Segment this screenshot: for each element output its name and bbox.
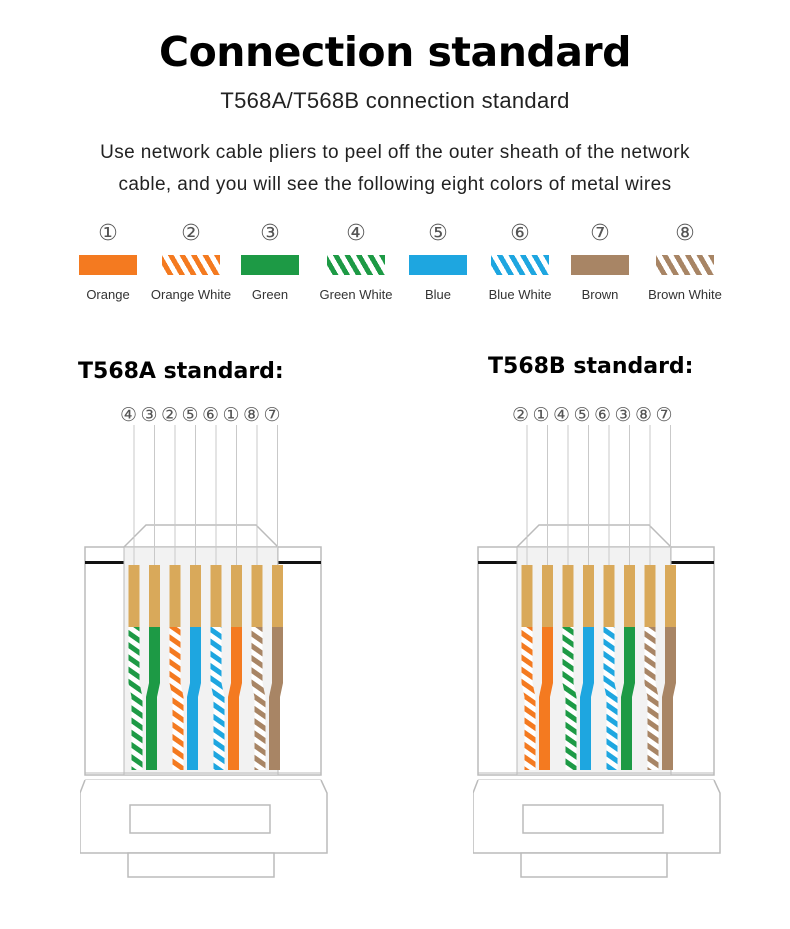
legend-item: ⑧ Brown White — [640, 221, 730, 303]
pin-number: ⑦ — [655, 404, 673, 426]
boot-window — [129, 804, 271, 834]
legend-label: Green — [251, 287, 289, 302]
copper-contact — [521, 565, 533, 627]
wire-blue-white — [210, 627, 225, 770]
legend-number: ② — [181, 221, 201, 246]
pin-number: ③ — [614, 404, 632, 426]
pin-number: ② — [511, 404, 530, 426]
copper-contact — [128, 565, 140, 627]
legend-number: ③ — [260, 221, 280, 246]
t568b-connector-diagram — [473, 425, 721, 878]
pin-number: ⑧ — [634, 404, 653, 426]
copper-contact — [149, 565, 160, 627]
legend-item: ③ Green — [225, 222, 315, 302]
wire-green-white — [128, 627, 143, 770]
color-swatch — [241, 255, 299, 275]
legend-label: Brown White — [648, 287, 722, 302]
legend-number: ⑧ — [675, 221, 695, 246]
pin-number: ② — [160, 404, 179, 426]
copper-contact — [251, 565, 263, 627]
pin-number: ④ — [552, 404, 571, 426]
legend-item: ⑦ Brown — [555, 222, 645, 302]
copper-contact — [624, 565, 635, 627]
legend-item: ⑤ Blue — [393, 222, 483, 302]
legend-label: Green White — [319, 287, 393, 302]
wire-green — [621, 627, 635, 770]
pin-number: ④ — [119, 404, 138, 426]
pin-number: ⑦ — [263, 404, 281, 426]
legend-item: ④ Green White — [311, 221, 401, 303]
legend-label: Orange White — [150, 287, 232, 302]
cable-stub — [127, 852, 275, 878]
copper-contact — [210, 565, 222, 627]
legend-item: ② Orange White — [146, 221, 236, 303]
wire-brown — [662, 627, 676, 770]
copper-contact — [231, 565, 242, 627]
connector-boot — [473, 779, 721, 854]
color-swatch — [656, 255, 714, 275]
color-swatch — [409, 255, 467, 275]
legend-number: ④ — [346, 221, 366, 246]
boot-window — [522, 804, 664, 834]
copper-contact — [665, 565, 676, 627]
wire-blue — [580, 627, 594, 770]
legend-number: ① — [98, 221, 118, 246]
wire-orange-white — [521, 627, 536, 770]
copper-contact — [169, 565, 181, 627]
intro-text-line-1: Use network cable pliers to peel off the… — [100, 142, 690, 163]
wire-green — [146, 627, 160, 770]
cable-stub — [520, 852, 668, 878]
wire-orange-white — [169, 627, 184, 770]
connector-boot — [80, 779, 328, 854]
pin-number: ① — [532, 404, 550, 426]
pin-number: ③ — [140, 404, 158, 426]
copper-contact — [583, 565, 594, 627]
legend-label: Brown — [581, 287, 619, 302]
wire-blue — [187, 627, 201, 770]
wire-brown — [269, 627, 283, 770]
wire-green-white — [562, 627, 577, 770]
t568b-title: T568B standard: — [488, 354, 694, 379]
legend-label: Orange — [86, 287, 130, 302]
legend-label: Blue White — [488, 287, 552, 302]
t568a-connector-diagram — [80, 425, 328, 878]
copper-contact — [644, 565, 656, 627]
legend-item: ① Orange — [63, 222, 153, 302]
legend-number: ⑤ — [428, 221, 448, 246]
legend-label: Blue — [424, 287, 452, 302]
wire-brown-white — [644, 627, 659, 770]
wire-orange — [228, 627, 242, 770]
wire-orange — [539, 627, 553, 770]
pin-number: ⑤ — [181, 404, 199, 426]
legend-number: ⑦ — [590, 221, 610, 246]
page-title: Connection standard — [159, 28, 631, 76]
copper-contact — [562, 565, 574, 627]
pin-number: ⑥ — [201, 404, 220, 426]
color-swatch — [162, 255, 220, 275]
pin-number: ⑤ — [573, 404, 591, 426]
color-swatch — [327, 255, 385, 275]
connector-top-tab — [516, 524, 672, 548]
wire-brown-white — [251, 627, 266, 770]
legend-item: ⑥ Blue White — [475, 221, 565, 303]
copper-contact — [542, 565, 553, 627]
color-swatch — [491, 255, 549, 275]
t568a-title: T568A standard: — [78, 359, 284, 384]
copper-contact — [603, 565, 615, 627]
pin-number: ① — [222, 404, 240, 426]
copper-contact — [190, 565, 201, 627]
color-swatch — [79, 255, 137, 275]
color-swatch — [571, 255, 629, 275]
legend-number: ⑥ — [510, 221, 530, 246]
pin-number: ⑥ — [593, 404, 612, 426]
copper-contact — [272, 565, 283, 627]
pin-number: ⑧ — [242, 404, 261, 426]
intro-text-line-2: cable, and you will see the following ei… — [118, 174, 672, 195]
page-subtitle: T568A/T568B connection standard — [220, 88, 570, 113]
wire-blue-white — [603, 627, 618, 770]
connector-top-tab — [123, 524, 279, 548]
